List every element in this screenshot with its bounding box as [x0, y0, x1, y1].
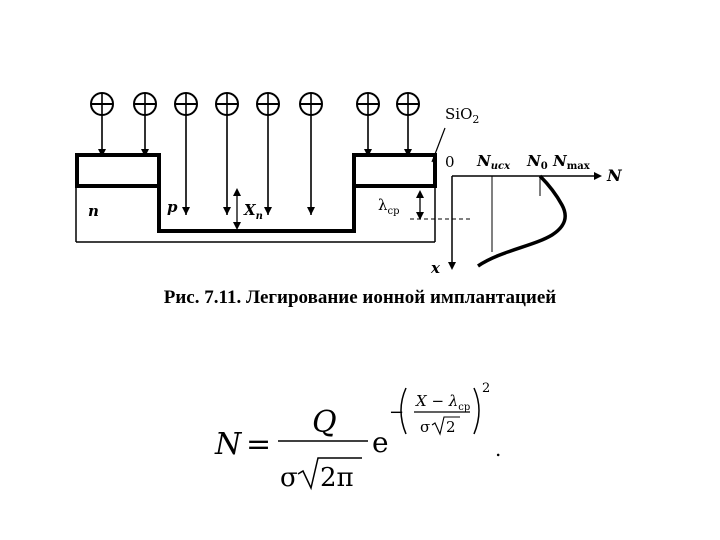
formula-exp-power: 2: [482, 381, 490, 396]
ion-3: [174, 92, 198, 215]
sio2-leader: [431, 127, 446, 163]
oxide-mask-left: [75, 153, 161, 188]
origin-label: 0: [445, 153, 455, 171]
figure-caption: Рис. 7.11. Легирование ионной имплантаци…: [163, 287, 557, 308]
ion-4: [215, 92, 239, 215]
formula-sqrt-sign: [297, 457, 362, 491]
ion-1: [90, 92, 114, 157]
formula-exp-sqrt: [431, 416, 460, 436]
projected-range-marker: [416, 190, 424, 220]
ion-2: [133, 92, 157, 157]
formula-exp-base: e: [372, 426, 389, 459]
formula-equals: =: [246, 427, 271, 462]
n-region-label: n: [88, 202, 99, 220]
formula-left-paren: [400, 387, 407, 435]
doping-formula: N = Q σ 2π e − X − λср σ 2 2 .: [214, 381, 501, 493]
formula-exp-den-sigma: σ: [420, 418, 430, 436]
n-init-label: Nисх: [476, 152, 511, 172]
xn-label: Xn: [243, 201, 263, 222]
formula-numerator: Q: [312, 405, 337, 440]
x-axis-label: x: [430, 259, 441, 277]
lambda-label: λср: [378, 196, 400, 217]
ion-beam: [90, 92, 420, 215]
ion-8: [396, 92, 420, 157]
p-region-label: p: [167, 198, 178, 216]
formula-end-dot: .: [495, 437, 501, 461]
p-region-boundary: [157, 186, 356, 233]
formula-radicand: 2π: [320, 463, 354, 493]
formula-exp-numerator: X − λср: [415, 392, 470, 413]
profile-axes: [448, 172, 602, 270]
oxide-mask-right: [352, 153, 437, 188]
formula-sigma: σ: [280, 463, 298, 493]
nmax-label: Nmax: [552, 152, 591, 172]
formula-exp-minus: −: [389, 402, 404, 423]
doping-profile-curve: [477, 174, 567, 268]
ion-6: [299, 92, 323, 215]
n0-label: N0: [526, 152, 548, 172]
formula-exp-den-rad: 2: [446, 418, 456, 436]
n-axis-label: N: [606, 166, 623, 185]
junction-depth-marker: [233, 188, 241, 230]
formula-right-paren: [473, 387, 480, 435]
ion-5: [256, 92, 280, 215]
formula-lhs: N: [214, 427, 243, 462]
sio2-label: SiO2: [445, 105, 479, 126]
ion-7: [356, 92, 380, 157]
